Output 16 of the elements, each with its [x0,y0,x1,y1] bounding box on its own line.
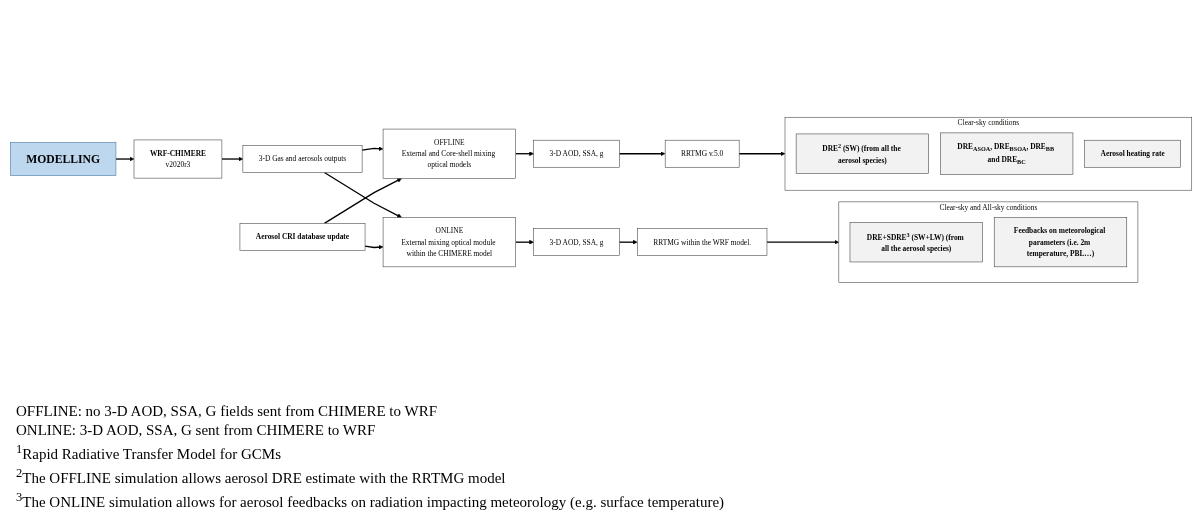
arrow [738,151,786,157]
node-box: MODELLING [9,142,117,177]
arrow [221,156,244,162]
arrow [618,151,666,157]
footnote: ONLINE: 3-D AOD, SSA, G sent from CHIMERE to WRF [16,421,377,440]
arrow [361,146,384,152]
arrow [515,240,534,245]
arrow [766,240,840,245]
arrow [323,178,402,225]
footnote: $^{1}$Rapid Radiative Transfer Model for GCMs [16,441,282,464]
footnote: OFFLINE: no 3-D AOD, SSA, G fields sent from CHIMERE to WRF [16,402,438,421]
footnote: $^{2}$The OFFLINE simulation allows aerosol DRE estimate with the RRTMG model [16,465,507,488]
arrow [364,244,384,250]
footnote: $^{3}$The ONLINE simulation allows for aerosol feedbacks on radiation impacting meteorology (e.g. surface temperature) [16,489,726,512]
arrow [115,156,135,162]
arrow [323,172,402,218]
